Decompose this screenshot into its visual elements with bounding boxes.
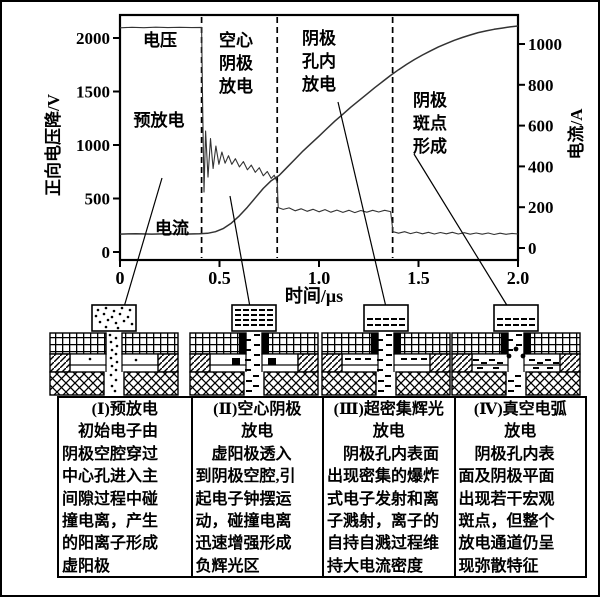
y-left-tick-label: 2000 xyxy=(76,29,110,48)
y-left-axis-title: 正向电压降/V xyxy=(43,93,63,196)
cathode-spot xyxy=(520,353,526,359)
phase-cell-1: (Ⅰ)预放电 初始电子由 阴极空腔穿过 中心孔进入主 间隙过程中碰 撞电离，产生… xyxy=(59,398,191,576)
cathode-spot xyxy=(513,346,519,352)
y-left-tick-label: 1500 xyxy=(76,83,110,102)
region-label: 阴极斑点形成 xyxy=(413,91,447,156)
phase-4-description: 阴极孔内表 面及阴极平面 出现若干宏观 斑点，但整个 放电通道仍呈 现弥散特征 xyxy=(458,445,555,575)
leader-line xyxy=(123,177,163,308)
region-label: 阴极孔内放电 xyxy=(301,29,336,94)
region-label: 电流 xyxy=(155,218,189,238)
x-tick-label: 0.5 xyxy=(208,268,231,288)
phase-1-heading: (Ⅰ)预放电 xyxy=(91,401,158,418)
y-left-tick-label: 500 xyxy=(85,190,111,209)
y-right-tick-label: 600 xyxy=(528,117,554,136)
x-tick-label: 1.0 xyxy=(308,268,331,288)
schematic-parts xyxy=(189,304,319,396)
y-right-tick-label: 200 xyxy=(528,198,554,217)
phase-2-heading: (Ⅱ)空心阴极 放电 xyxy=(213,401,302,441)
x-axis-title: 时间/μs xyxy=(285,286,343,306)
electrode-schematic-phase-3 xyxy=(321,304,451,396)
waveform-chart: 0 500 1000 1500 2000 0 200 400 600 800 1000 0 0.5 1.0… xyxy=(43,13,586,308)
phase-2-description: 虚阳极透入 到阴极空腔,引 起电子钟摆运 动，碰撞电离 迅速增强形成 负辉光区 xyxy=(195,445,296,575)
schematic-parts xyxy=(451,304,581,396)
current-curve xyxy=(119,25,519,235)
electrode-schematic-phase-4 xyxy=(451,304,581,396)
region-label: 空心阴极放电 xyxy=(218,30,253,96)
phase-3-description: 阴极孔内表面 出现密集的爆炸 式电子发射和离 子溅射，离子的 自持自溅过程维 持… xyxy=(327,445,440,575)
y-right-tick-label: 1000 xyxy=(528,35,562,54)
y-right-tick-label: 0 xyxy=(528,239,537,258)
schematic-parts xyxy=(321,304,451,396)
y-right-tick-label: 400 xyxy=(528,157,554,176)
cathode-spot xyxy=(526,349,532,355)
region-label: 预放电 xyxy=(134,110,185,130)
schematic-parts xyxy=(49,304,179,396)
leader-line xyxy=(337,101,387,308)
region-label: 电压 xyxy=(143,30,177,50)
phase-cell-4: (Ⅳ)真空电弧 放电 阴极孔内表 面及阴极平面 出现若干宏观 斑点，但整个 放电… xyxy=(453,398,586,576)
leader-line xyxy=(229,195,251,308)
voltage-curve xyxy=(119,26,519,236)
phase-1-description: 初始电子由 阴极空腔穿过 中心孔进入主 间隙过程中碰 撞电离，产生 的阳离子形成… xyxy=(62,423,159,575)
x-tick-label: 2.0 xyxy=(507,268,530,288)
y-right-axis-title: 电流/A xyxy=(566,108,586,160)
electrode-schematic-phase-1 xyxy=(49,304,179,396)
phase-cell-3: (Ⅲ)超密集辉光 放电 阴极孔内表面 出现密集的爆炸 式电子发射和离 子溅射，离… xyxy=(322,398,454,576)
cathode-spot xyxy=(500,349,506,355)
phase-3-heading: (Ⅲ)超密集辉光 放电 xyxy=(333,401,444,441)
y-left-tick-label: 0 xyxy=(102,243,111,262)
x-tick-label: 0 xyxy=(116,268,125,288)
x-tick-label: 1.5 xyxy=(407,268,430,288)
y-right-tick-label: 800 xyxy=(528,76,554,95)
top-box xyxy=(231,304,277,332)
leader-line xyxy=(413,153,509,308)
phase-4-heading: (Ⅳ)真空电弧 放电 xyxy=(473,401,567,441)
phase-description-table: (Ⅰ)预放电 初始电子由 阴极空腔穿过 中心孔进入主 间隙过程中碰 撞电离，产生… xyxy=(57,396,587,578)
electrode-schematic-phase-2 xyxy=(189,304,319,396)
cathode-spot xyxy=(506,353,512,359)
phase-cell-2: (Ⅱ)空心阴极 放电 虚阳极透入 到阴极空腔,引 起电子钟摆运 动，碰撞电离 迅… xyxy=(190,398,323,576)
y-left-tick-label: 1000 xyxy=(76,136,110,155)
